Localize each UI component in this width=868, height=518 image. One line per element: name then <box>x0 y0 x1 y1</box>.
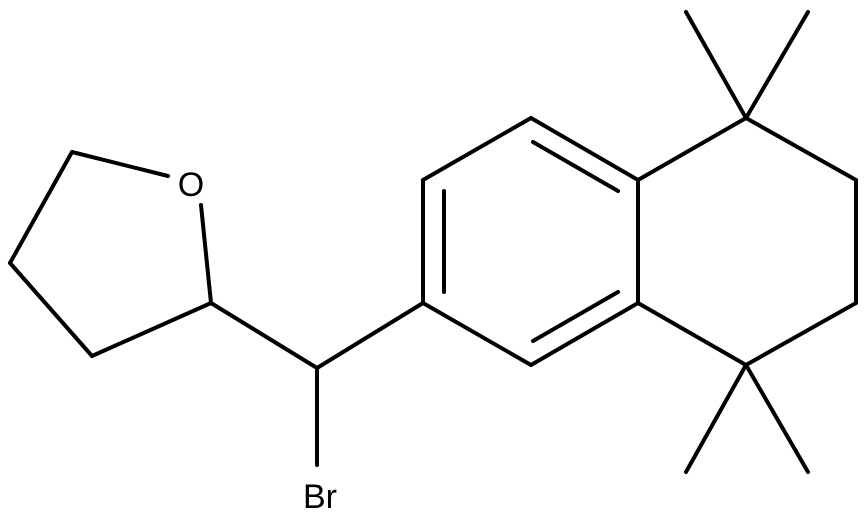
bond-ar6-ar1 <box>421 301 533 367</box>
bond-ar2-ar3 <box>421 116 533 182</box>
bond-chbr-aryl <box>315 301 425 370</box>
bond-c5-c6 <box>744 116 858 182</box>
bond-o-c2 <box>199 203 213 305</box>
bond-c5-methyl-right <box>744 10 810 120</box>
bond-c3-c4 <box>8 261 94 358</box>
bond-c5-o <box>70 150 170 178</box>
bond-c8-methyl-right <box>744 363 810 474</box>
bond-ar5-ar6 <box>529 301 640 367</box>
oxygen-atom-label: O <box>178 166 204 204</box>
bond-c8-ar5 <box>636 301 748 367</box>
bond-c4-c5 <box>8 150 74 265</box>
bond-c8-methyl-left <box>684 363 748 474</box>
atom-labels: O Br <box>178 166 337 516</box>
bond-ar3-ar4-inner <box>531 140 620 193</box>
bromine-atom-label: Br <box>303 478 337 516</box>
bonds <box>8 10 858 474</box>
bond-c5-methyl-left <box>684 10 748 120</box>
bond-c2-c3 <box>90 301 213 358</box>
bond-c2-chbr <box>209 301 319 370</box>
bond-ar4-c5 <box>636 116 748 182</box>
bond-ar3-ar4 <box>529 116 640 182</box>
bond-ar5-ar6-inner <box>531 290 620 343</box>
bond-c7-c8 <box>744 301 858 367</box>
